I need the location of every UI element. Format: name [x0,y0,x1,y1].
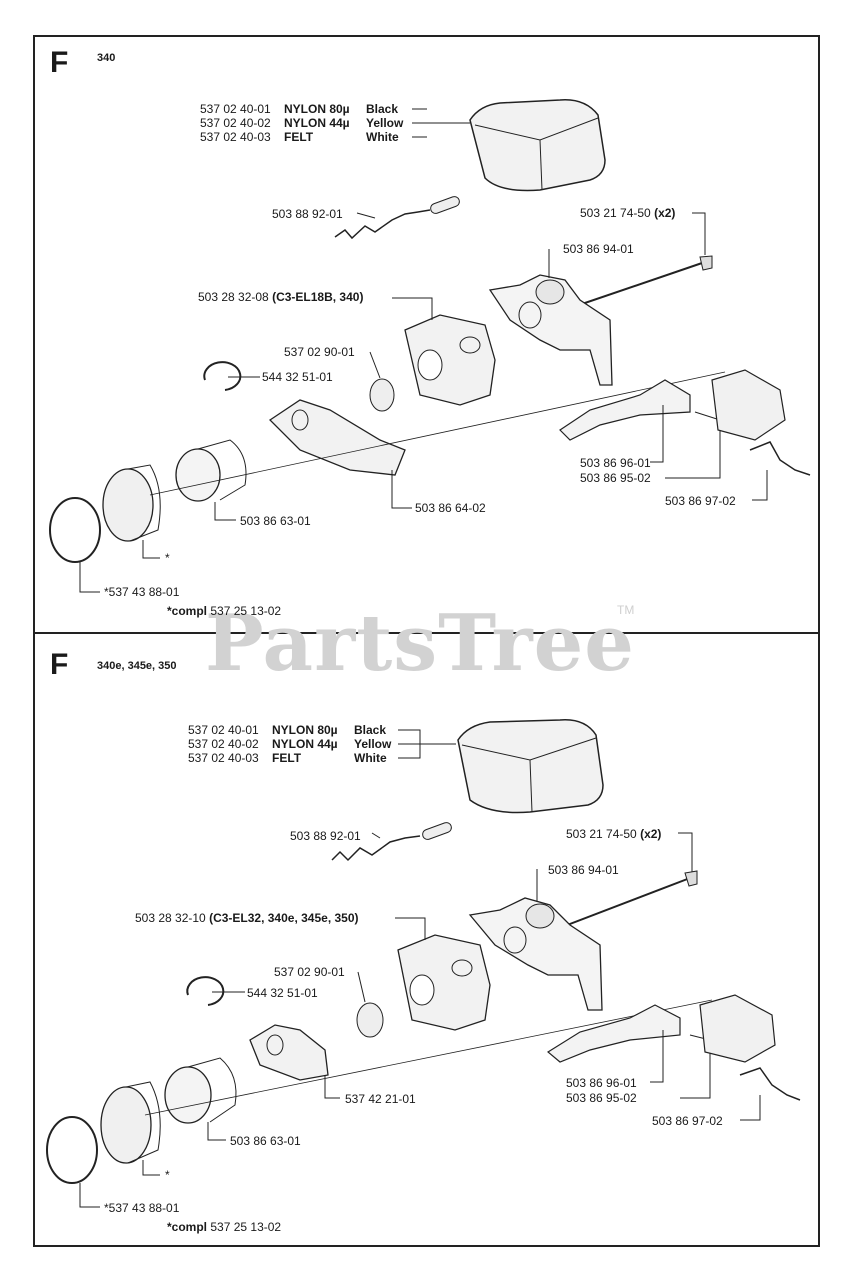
section-1-model: 340 [97,52,116,64]
gasket-part [369,378,395,412]
label-compl: *compl 537 25 13-02 [167,604,282,618]
choke-rod-part [334,209,431,240]
label-intake: 503 86 63-01 [230,1134,301,1148]
section-2-model: 340e, 345e, 350 [97,660,177,672]
label-gasket: 537 02 90-01 [274,965,345,979]
air-filter-part-2 [457,719,604,814]
label-spring: 503 86 97-02 [652,1114,723,1128]
label-flange: 503 86 64-02 [415,501,486,515]
flange-part [268,399,406,476]
label-flange: 537 42 21-01 [345,1092,416,1106]
diagram-frame [33,35,820,1247]
label-lever1: 503 86 96-01 [566,1076,637,1090]
intake-part [175,439,247,502]
label-spring: 503 86 97-02 [665,494,736,508]
adapter-part [488,274,613,386]
watermark: PartsTree [205,598,635,689]
label-clamp: *537 43 88-01 [104,1201,180,1215]
boot-part [102,464,161,542]
clamp-part [49,497,101,563]
label-asterisk: * [165,551,170,565]
flange-part-2 [249,1024,329,1081]
label-asterisk: * [165,1168,170,1182]
label-compl: *compl 537 25 13-02 [167,1220,282,1234]
label-carb: 503 28 32-10 (C3-EL32, 340e, 345e, 350) [135,911,359,925]
label-lever2: 503 86 95-02 [566,1091,637,1105]
section-divider [33,632,820,634]
label-rod: 503 88 92-01 [272,207,343,221]
adapter-part-2 [468,897,603,1011]
label-bolt: 503 21 74-50 (x2) [566,827,662,841]
label-adapter: 503 86 94-01 [548,863,619,877]
trademark: TM [617,603,635,617]
label-intake: 503 86 63-01 [240,514,311,528]
section-2-letter: F [50,648,69,681]
snap-ring-part [203,361,242,391]
label-adapter: 503 86 94-01 [563,242,634,256]
label-gasket: 537 02 90-01 [284,345,355,359]
label-ring: 544 32 51-01 [247,986,318,1000]
label-lever1: 503 86 96-01 [580,456,651,470]
label-clamp: *537 43 88-01 [104,585,180,599]
carburetor-part-2 [397,934,491,1031]
intake-part-2 [164,1057,237,1124]
label-ring: 544 32 51-01 [262,370,333,384]
bracket-part [711,369,786,441]
spring-part [749,441,811,476]
label-carb: 503 28 32-08 (C3-EL18B, 340) [198,290,364,304]
throttle-lever-part [559,379,691,441]
carburetor-part [404,314,496,406]
label-rod: 503 88 92-01 [290,829,361,843]
air-filter-part [469,99,606,192]
label-bolt: 503 21 74-50 (x2) [580,206,676,220]
label-lever2: 503 86 95-02 [580,471,651,485]
boot-part-2 [100,1081,161,1164]
section-1-letter: F [50,46,69,79]
